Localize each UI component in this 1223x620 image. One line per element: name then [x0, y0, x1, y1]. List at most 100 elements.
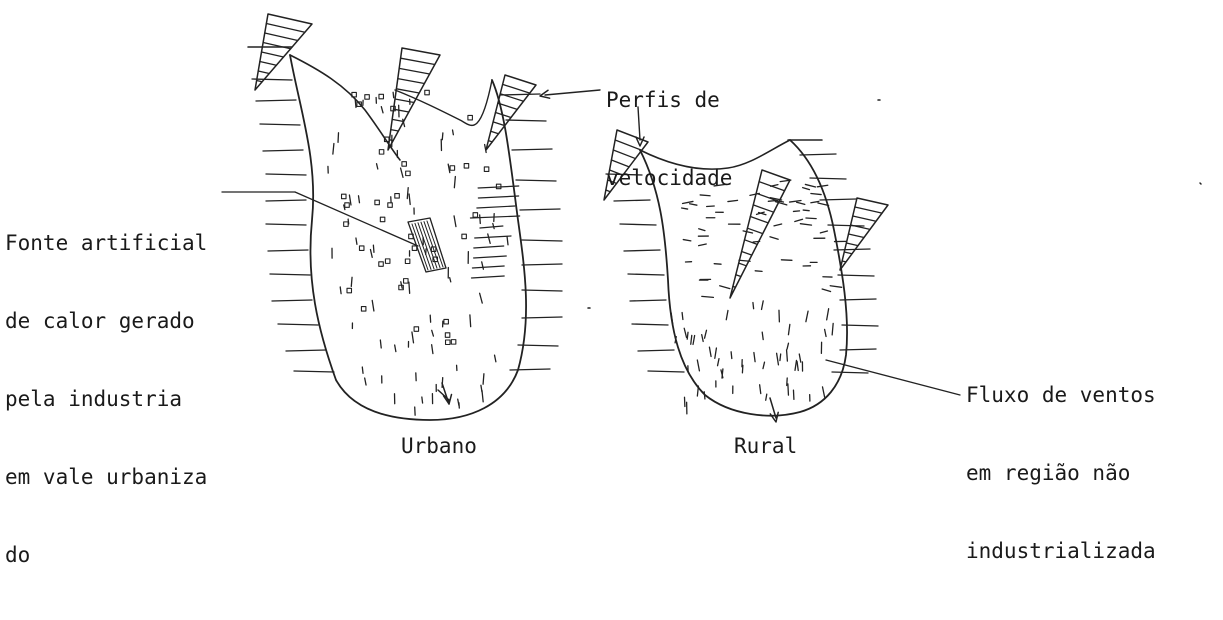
heat-plume-streak [478, 196, 518, 198]
urban-building-mark [344, 222, 349, 227]
rural-flow-mark [797, 202, 805, 204]
urban-bank-tick-right [506, 120, 546, 121]
urban-bank-tick-left [278, 324, 318, 325]
urban-flow-mark [458, 399, 459, 405]
urban-velocity-profile-1 [255, 14, 312, 90]
urban-flow-mark [409, 194, 410, 205]
rural-flow-mark [790, 200, 801, 202]
rural-flow-mark [720, 286, 730, 289]
urban-flow-mark [412, 332, 414, 343]
urban-flow-mark [432, 345, 433, 354]
rural-flow-mark [827, 309, 829, 320]
rural-flow-mark [832, 323, 833, 335]
rural-flow-mark [709, 347, 711, 356]
urban-bank-tick-right [500, 94, 540, 95]
urban-flow-mark [450, 278, 451, 282]
rural-flow-mark [787, 350, 788, 361]
urban-bank-tick-left [294, 371, 334, 372]
urban-building-mark [359, 246, 364, 251]
rural-flow-mark [806, 218, 816, 219]
rural-flow-mark [822, 289, 830, 291]
urban-flow-mark [454, 177, 455, 188]
rural-flow-mark [691, 335, 692, 344]
urban-flow-mark [454, 216, 456, 227]
urban-flow-mark [495, 355, 496, 362]
rural-flow-mark [795, 360, 796, 370]
heat-plume-streak [471, 276, 504, 278]
urban-flow-mark [393, 92, 394, 97]
urban-flow-mark [453, 130, 454, 135]
urban-flow-mark [470, 315, 471, 327]
urban-flow-mark [372, 300, 374, 311]
rural-flow-mark [830, 286, 841, 288]
urban-building-mark [406, 171, 411, 176]
rural-flow-mark [718, 359, 719, 366]
rural-flow-mark [760, 385, 761, 394]
urban-building-mark [395, 194, 400, 199]
rural-velocity-profile-2 [730, 170, 790, 298]
urban-outflow-arrow-line [442, 383, 449, 404]
urban-flow-mark [482, 262, 484, 269]
urban-velocity-profile-1-hatch [262, 52, 284, 57]
velocity-profiles-line-1: Perfis de [606, 87, 732, 113]
rural-flow-mark [788, 384, 789, 395]
rural-flow-mark [820, 231, 827, 233]
urban-bank-tick-left [270, 274, 310, 275]
urban-flow-mark [483, 374, 484, 384]
heat-source-hatch [427, 221, 443, 267]
rural-flow-mark [799, 354, 801, 362]
rural-bank-tick-right [810, 178, 846, 179]
rural-flow-mark [755, 271, 762, 272]
rural-flow-mark [805, 184, 815, 187]
heat-source-line-1: Fonte artificial [5, 230, 207, 256]
rural-bank-tick-left [632, 324, 668, 325]
urban-flow-mark [480, 215, 481, 224]
rural-bank-tick-left [648, 371, 684, 372]
urban-building-mark [345, 203, 350, 208]
urban-bank-tick-left [263, 150, 303, 151]
rural-flow-mark [697, 360, 699, 371]
rural-flow-mark [762, 301, 764, 310]
urban-building-mark [380, 217, 385, 222]
velocity-profiles-label: Perfis de velocidade [606, 35, 732, 243]
heat-source-hatch [418, 223, 434, 269]
velocity-label-arrow-line [545, 90, 600, 95]
urban-bank-tick-right [522, 240, 562, 241]
urban-building-mark [404, 279, 409, 284]
rural-flow-mark [687, 332, 688, 339]
wind-flow-line-2: em região não [966, 460, 1156, 486]
urban-building-mark [379, 150, 384, 155]
urban-velocity-profile-2-hatch [401, 58, 435, 64]
urban-bank-tick-left [256, 100, 296, 101]
urban-building-mark [451, 340, 456, 345]
rural-flow-mark [715, 348, 717, 358]
rural-flow-mark [777, 353, 779, 365]
rural-flow-mark [800, 224, 811, 225]
urban-flow-mark [340, 287, 341, 294]
urban-caption: Urbano [401, 433, 477, 459]
urban-building-mark [385, 259, 390, 264]
urban-building-mark [347, 288, 352, 293]
heat-source-outline [408, 218, 446, 272]
rural-velocity-profile-3-hatch [849, 234, 865, 238]
rural-bank-tick-left [638, 350, 674, 351]
urban-building-mark [450, 166, 455, 171]
rural-bank-tick-right [832, 372, 868, 373]
urban-velocity-profile-1-hatch [265, 33, 298, 41]
urban-bank-tick-right [516, 180, 556, 181]
rural-bank-tick-left [630, 300, 666, 301]
urban-velocity-profile-3-hatch [491, 131, 499, 134]
rural-bank-tick-right [834, 249, 870, 250]
wind-flow-label: Fluxo de ventos em região não industrial… [966, 330, 1156, 616]
urban-building-mark [402, 162, 407, 167]
urban-velocity-profile-1-hatch [266, 24, 305, 33]
rural-velocity-profile-2-hatch [742, 251, 752, 255]
rural-flow-mark [753, 241, 760, 242]
rural-flow-mark [771, 185, 778, 187]
urban-flow-mark [481, 385, 482, 392]
urban-bank-tick-left [286, 350, 326, 351]
rural-flow-mark [795, 219, 803, 221]
urban-bank-tick-left [266, 224, 306, 225]
rural-flow-mark [705, 330, 707, 338]
rural-flow-mark [704, 392, 705, 399]
